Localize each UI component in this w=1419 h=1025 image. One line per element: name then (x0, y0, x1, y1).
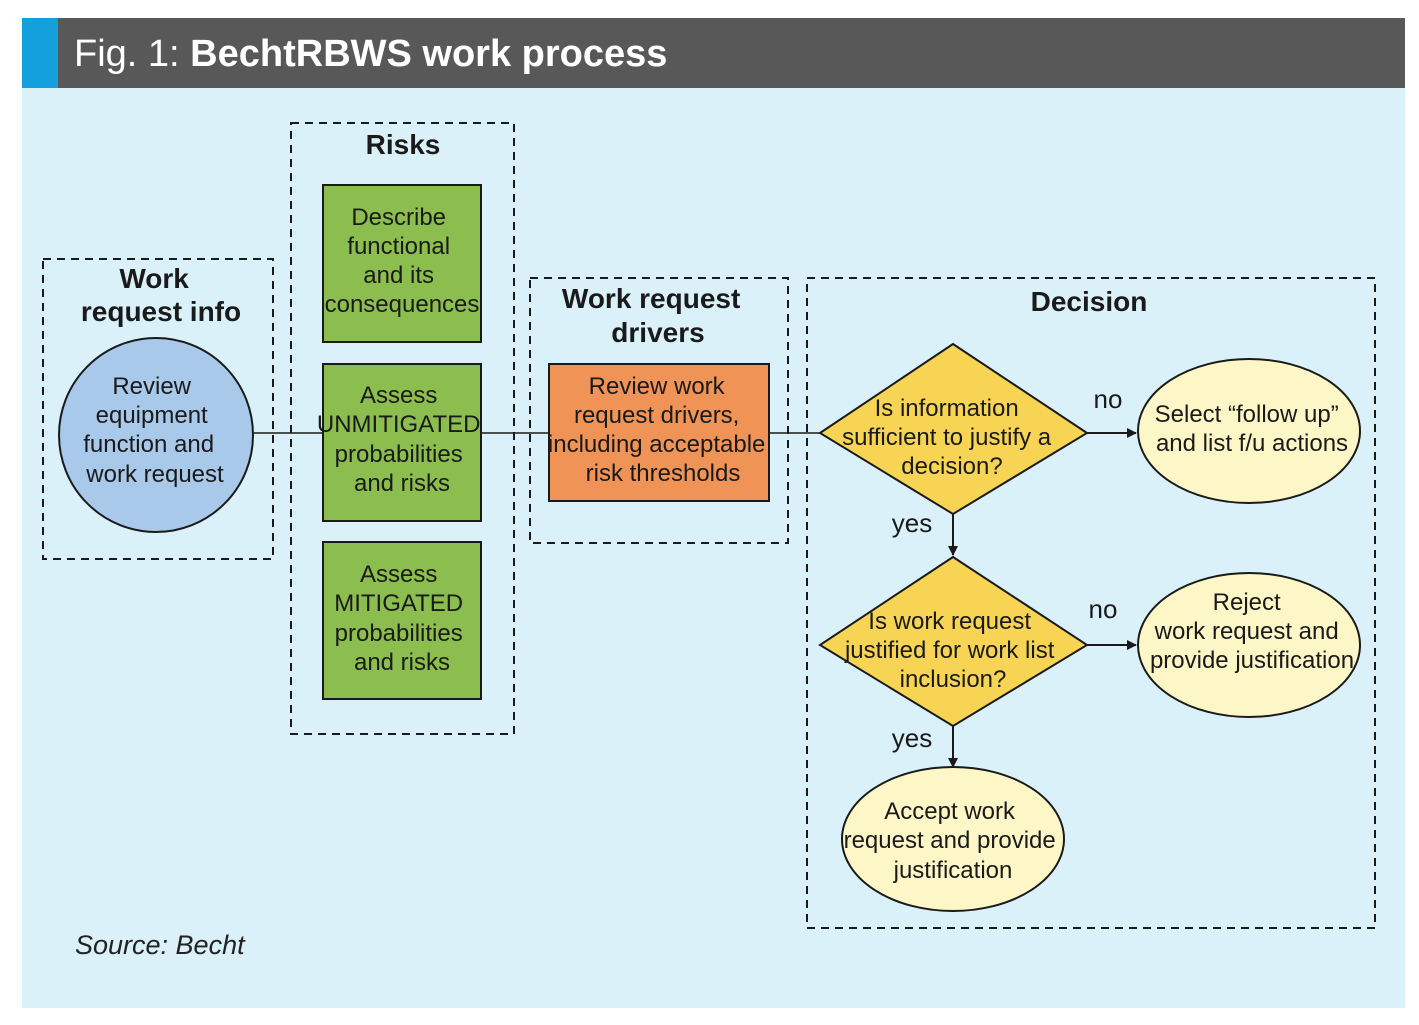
node-label-line: Describe (351, 204, 446, 231)
edge-label-no-1: no (1094, 384, 1123, 414)
group-title-decision: Decision (1031, 286, 1148, 317)
group-box-work-request-info (42, 258, 274, 560)
node-label-line: Is work request (868, 608, 1031, 635)
node-label-line: decision? (901, 453, 1002, 480)
node-label-line: work request (85, 461, 224, 488)
group-title-line: request info (81, 296, 241, 327)
group-title-drivers: Work request drivers (562, 283, 748, 348)
group-title-work-request-info: Work request info (81, 263, 241, 327)
node-label-line: function and (83, 431, 214, 458)
group-title-line: Risks (366, 129, 441, 160)
edge-label-yes-1: yes (892, 508, 932, 538)
node-decision-justified-label: Is work request justified for work list … (844, 608, 1061, 693)
node-label-line: Review work (589, 373, 726, 400)
node-select-follow-up-label: Select “follow up” and list f/u actions (1155, 401, 1348, 457)
edge-label-yes-2: yes (892, 723, 932, 753)
figure-title-text: BechtRBWS work process (190, 33, 668, 75)
figure-number: Fig. 1: (74, 33, 180, 75)
group-title-line: drivers (611, 317, 704, 348)
node-label-line: probabilities (335, 620, 463, 647)
node-label-line: justified for work list (844, 637, 1055, 664)
group-title-risks: Risks (366, 129, 441, 160)
node-label-line: Assess (360, 561, 437, 588)
node-reject-shape (1137, 572, 1361, 718)
node-review-drivers-label: Review work request drivers, including a… (548, 373, 772, 487)
figure-title: Fig. 1: BechtRBWS work process (74, 18, 667, 88)
node-assess-mitigated-label: Assess MITIGATED probabilities and risks (334, 561, 470, 676)
node-accept-label: Accept work request and provide justific… (844, 798, 1063, 884)
node-label-line: functional (347, 233, 450, 260)
node-label-line: justification (893, 857, 1013, 884)
node-label-line: UNMITIGATED (317, 411, 481, 438)
node-select-follow-up-shape (1137, 358, 1361, 504)
node-label-line: work request and (1154, 618, 1339, 645)
source-credit: Source: Becht (75, 930, 245, 960)
node-decision-info-shape (818, 342, 1089, 516)
node-label-line: request drivers, (574, 402, 739, 429)
node-assess-mitigated-shape (322, 541, 482, 700)
node-label-line: inclusion? (900, 666, 1007, 693)
node-label-line: probabilities (335, 441, 463, 468)
node-label-line: Assess (360, 382, 437, 409)
node-review-equipment-shape (58, 337, 254, 533)
node-accept-shape (841, 766, 1065, 912)
node-label-line: provide justification (1150, 647, 1354, 674)
figure-frame: Fig. 1: BechtRBWS work process (22, 18, 1405, 1008)
node-label-line: risk thresholds (586, 460, 741, 487)
group-title-line: Decision (1031, 286, 1148, 317)
node-label-line: request and provide (844, 827, 1056, 854)
group-title-line: Work request (562, 283, 740, 314)
node-assess-unmitigated-shape (322, 363, 482, 522)
node-decision-justified-shape (818, 555, 1089, 728)
group-box-risks (290, 122, 515, 735)
node-label-line: Select “follow up” (1155, 401, 1339, 428)
node-describe-functional-shape (322, 184, 482, 343)
node-label-line: including acceptable (548, 431, 766, 458)
node-label-line: Reject (1213, 589, 1281, 616)
node-label-line: equipment (96, 402, 208, 429)
node-label-line: MITIGATED (334, 590, 463, 617)
node-review-equipment-label: Review equipment function and work reque… (83, 373, 224, 488)
group-box-drivers (529, 277, 789, 544)
group-box-decision (806, 277, 1376, 929)
node-reject-label: Reject work request and provide justific… (1150, 589, 1354, 674)
group-title-line: Work (119, 263, 189, 294)
header-accent-bar (22, 18, 58, 88)
node-label-line: and its (363, 262, 434, 289)
node-label-line: consequences (325, 291, 480, 318)
node-label-line: Accept work (884, 798, 1016, 825)
node-review-drivers-shape (548, 363, 770, 502)
node-label-line: and risks (354, 649, 450, 676)
figure-header: Fig. 1: BechtRBWS work process (22, 18, 1405, 88)
node-decision-info-label: Is information sufficient to justify a d… (842, 395, 1058, 480)
node-label-line: sufficient to justify a (842, 424, 1052, 451)
edge-label-no-2: no (1089, 594, 1118, 624)
node-label-line: Is information (875, 395, 1019, 422)
node-describe-functional-label: Describe functional and its consequences (325, 204, 480, 318)
node-label-line: and risks (354, 470, 450, 497)
node-assess-unmitigated-label: Assess UNMITIGATED probabilities and ris… (317, 382, 487, 497)
node-label-line: and list f/u actions (1156, 430, 1348, 457)
node-label-line: Review (112, 373, 191, 400)
